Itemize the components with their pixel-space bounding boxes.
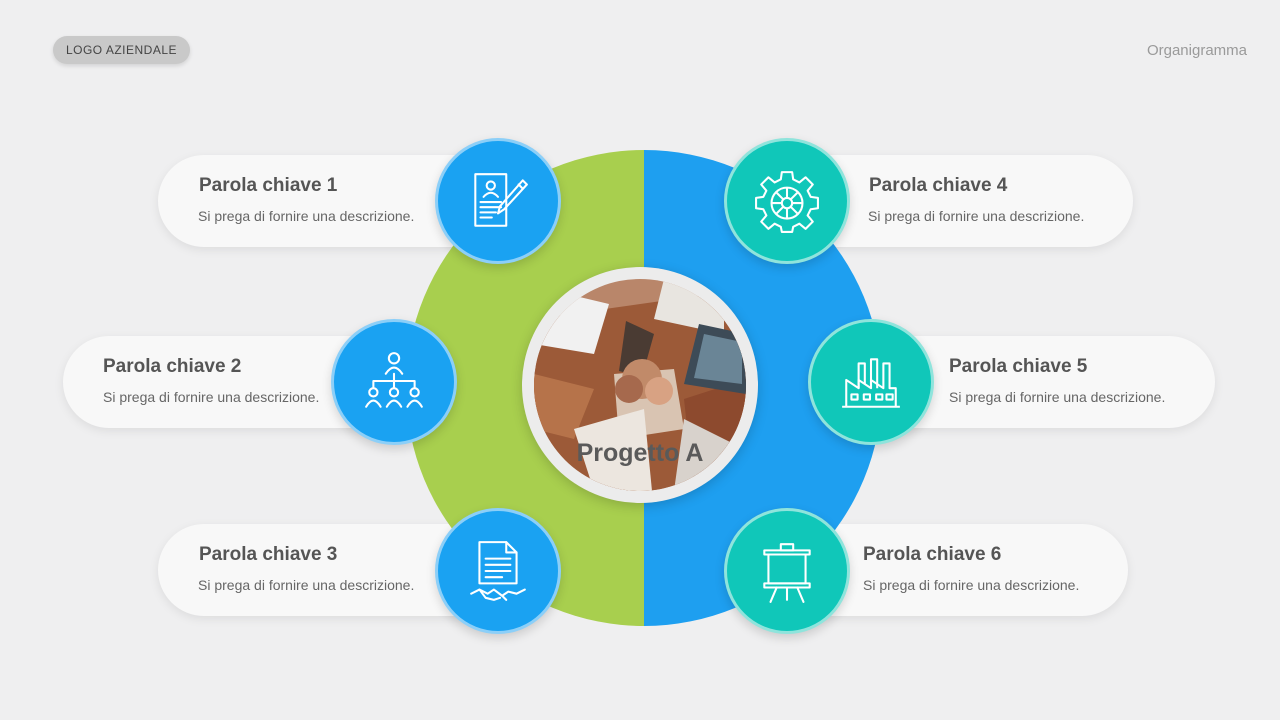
teamwork-hands-photo	[534, 279, 746, 491]
factory-icon	[808, 319, 934, 445]
handshake-document-icon	[435, 508, 561, 634]
keyword-description: Si prega di fornire una descrizione.	[198, 577, 415, 593]
keyword-title: Parola chiave 3	[199, 544, 338, 565]
contract-icon	[435, 138, 561, 264]
company-logo-badge: LOGO AZIENDALE	[53, 36, 190, 64]
keyword-description: Si prega di fornire una descrizione.	[868, 208, 1085, 224]
keyword-description: Si prega di fornire una descrizione.	[949, 389, 1166, 405]
keyword-description: Si prega di fornire una descrizione.	[863, 577, 1080, 593]
hierarchy-icon	[331, 319, 457, 445]
page-title: Organigramma	[1146, 42, 1247, 59]
presentation-board-icon	[724, 508, 850, 634]
keyword-description: Si prega di fornire una descrizione.	[198, 208, 415, 224]
gear-icon	[724, 138, 850, 264]
keyword-title: Parola chiave 4	[869, 175, 1008, 196]
keyword-title: Parola chiave 5	[949, 356, 1088, 377]
keyword-title: Parola chiave 1	[199, 175, 338, 196]
project-center-circle: Progetto A	[522, 267, 758, 503]
center-label: Progetto A	[576, 439, 704, 467]
keyword-description: Si prega di fornire una descrizione.	[103, 389, 320, 405]
keyword-title: Parola chiave 2	[103, 356, 242, 377]
keyword-title: Parola chiave 6	[863, 544, 1002, 565]
